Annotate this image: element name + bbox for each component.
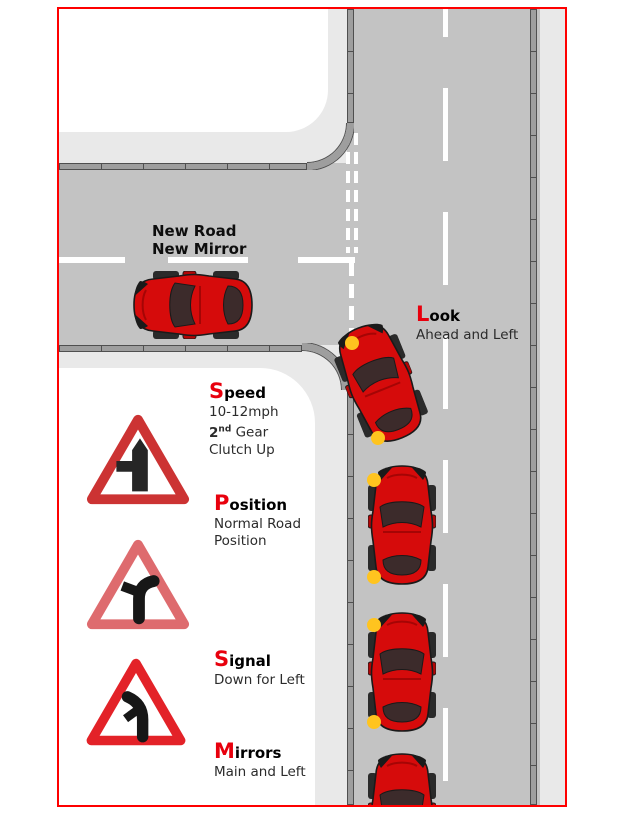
new-road-line2: New Mirror xyxy=(152,240,247,258)
bottom-curb xyxy=(59,345,302,352)
top-curb xyxy=(59,163,307,170)
indicator-dot-icon xyxy=(371,431,385,445)
indicator-dot-icon xyxy=(367,570,381,584)
give-way-line-left xyxy=(346,133,350,253)
speed-heading: Speed xyxy=(209,379,266,403)
signal-heading: Signal xyxy=(214,647,271,671)
centre-line-dash-3 xyxy=(298,257,355,263)
speed-line3: Clutch Up xyxy=(209,441,275,458)
speed-gear-line: 2nd Gear xyxy=(209,424,269,441)
give-way-line-right xyxy=(354,133,358,253)
new-road-line1: New Road xyxy=(152,222,237,240)
new-road-label: New Road New Mirror xyxy=(152,222,246,258)
left-curb-lower xyxy=(347,392,354,805)
position-heading: Position xyxy=(214,491,288,515)
signal-label: Signal Down for Left xyxy=(214,648,305,689)
indicator-dot-icon xyxy=(367,473,381,487)
position-line1: Normal Road xyxy=(214,516,302,532)
look-heading: Look xyxy=(416,302,460,326)
indicator-dot-icon xyxy=(367,618,381,632)
centre-line-dash-1 xyxy=(59,257,125,263)
vertical-road-centre-line xyxy=(443,9,448,805)
car-new-road xyxy=(133,271,253,339)
mirrors-line1: Main and Left xyxy=(214,764,306,780)
mirrors-label: Mirrors Main and Left xyxy=(214,740,306,781)
side-road-left-sign-icon xyxy=(86,414,190,505)
side-road-left-bend-sign-icon xyxy=(86,658,186,746)
signal-line1: Down for Left xyxy=(214,672,305,688)
speed-line1: 10-12mph xyxy=(209,404,279,420)
mirrors-heading: Mirrors xyxy=(214,739,282,763)
junction-scene: New Road New Mirror Look Ahead and Left … xyxy=(59,9,565,805)
centre-line-dash-2 xyxy=(168,257,248,263)
look-label: Look Ahead and Left xyxy=(416,303,518,344)
side-road-right-bend-sign-icon xyxy=(86,539,190,630)
look-sub: Ahead and Left xyxy=(416,327,519,343)
curb-corner-top xyxy=(307,123,354,170)
indicator-dot-icon xyxy=(345,336,359,350)
position-line2: Position xyxy=(214,533,267,549)
left-curb-upper xyxy=(347,9,354,123)
indicator-dot-icon xyxy=(367,715,381,729)
position-label: Position Normal Road Position xyxy=(214,492,301,550)
right-curb xyxy=(530,9,537,805)
top-left-block xyxy=(59,9,328,132)
car-mirrors xyxy=(368,753,436,805)
speed-label: Speed 10-12mph 2nd Gear Clutch Up xyxy=(209,380,279,459)
